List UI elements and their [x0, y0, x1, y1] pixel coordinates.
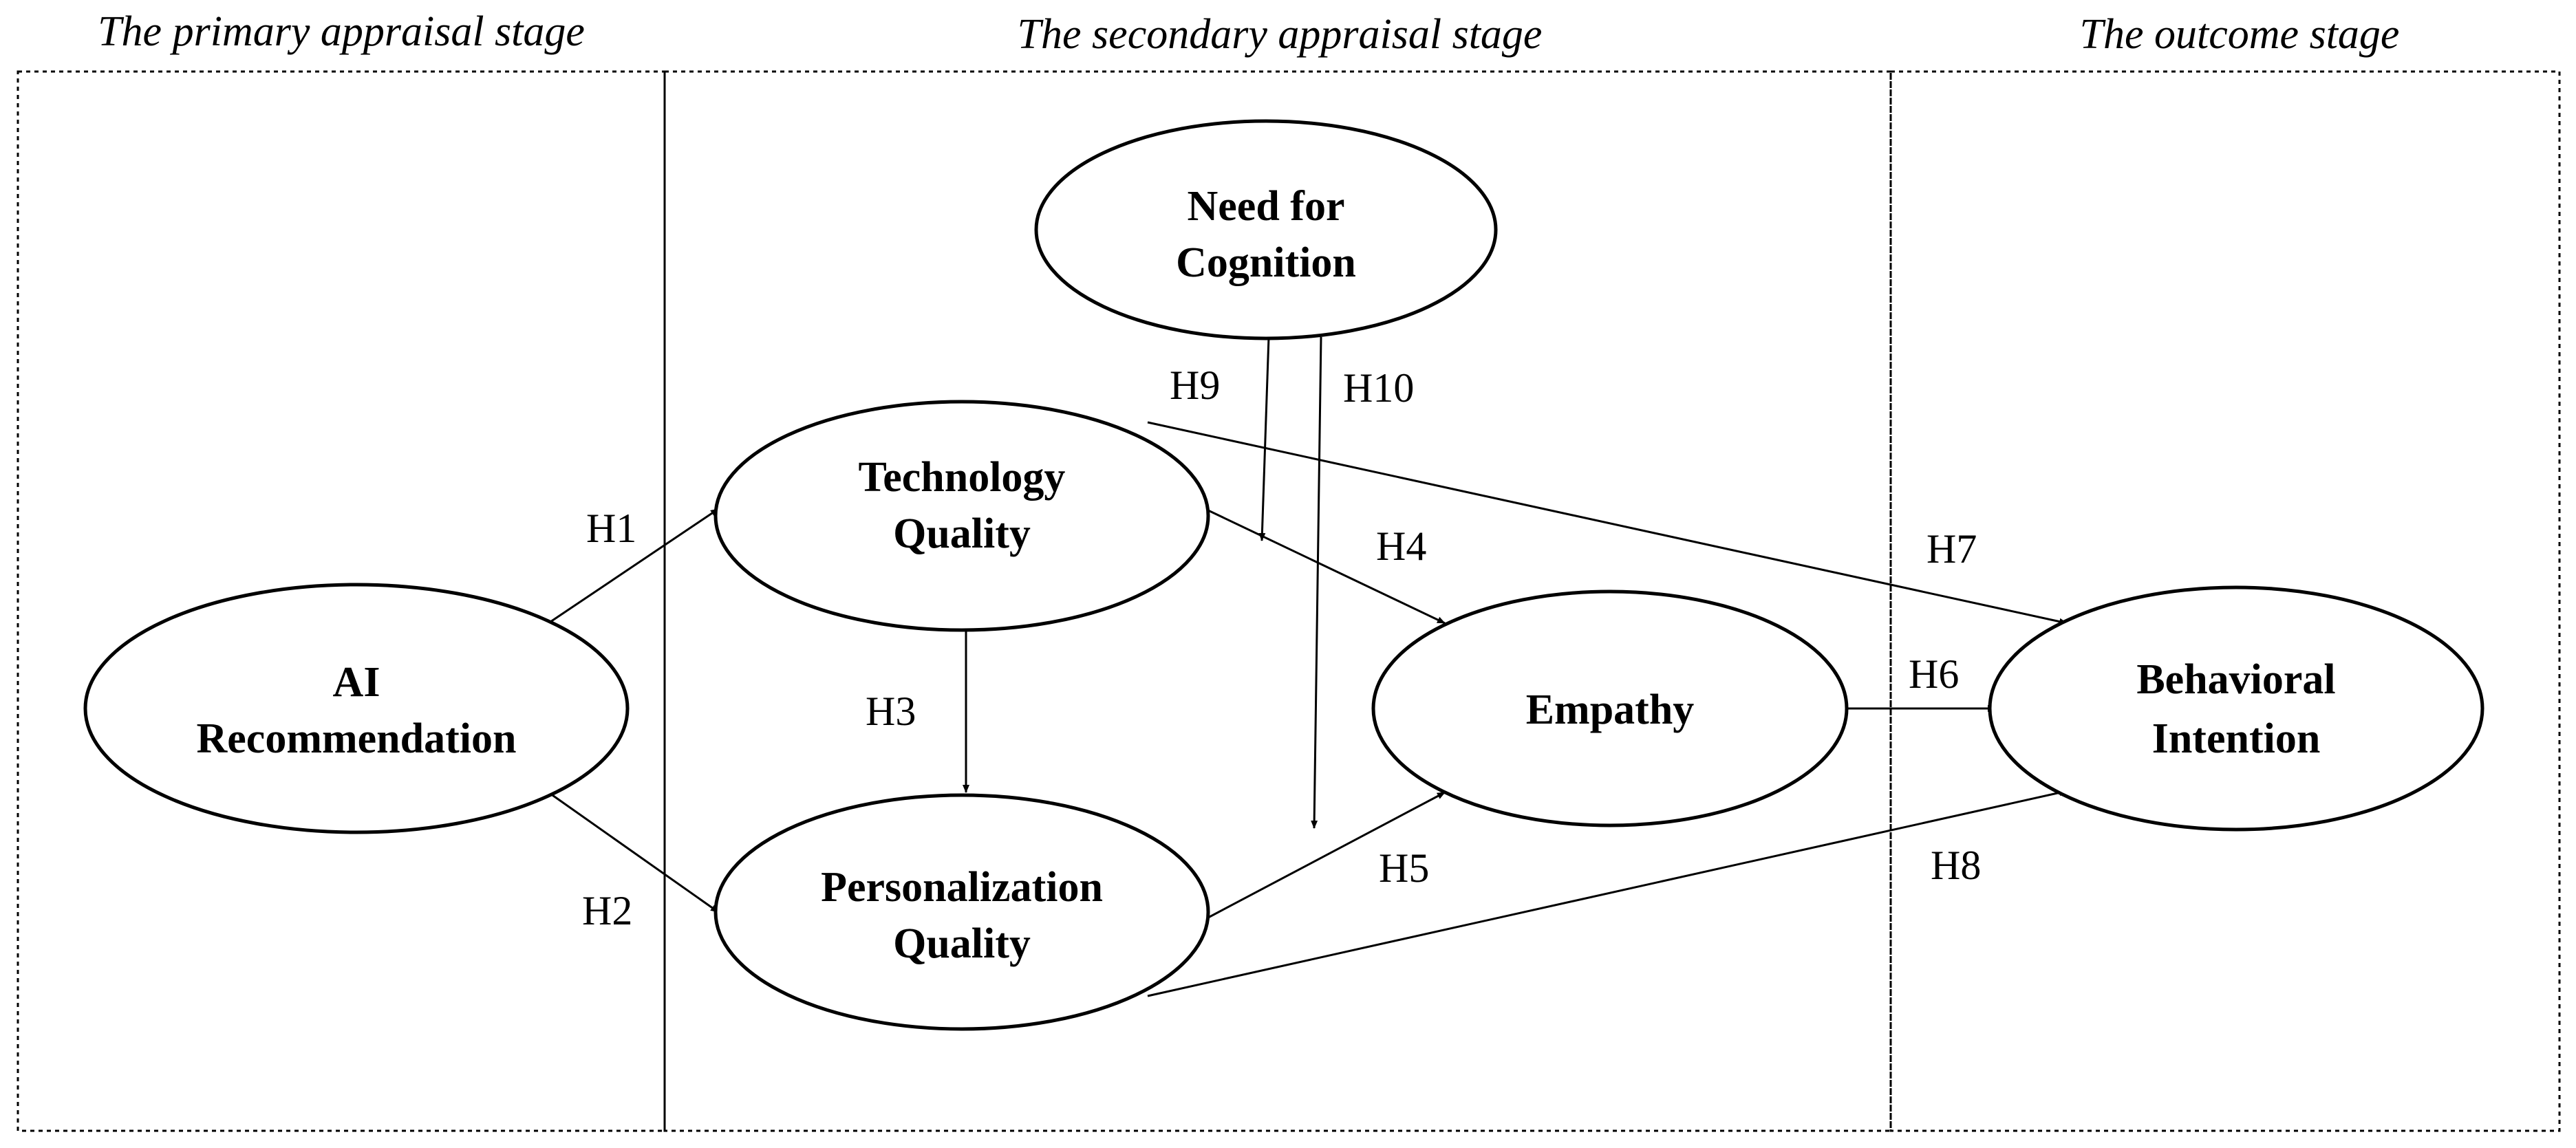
behavioral-intention-ellipse [1988, 585, 2484, 832]
node-technology-quality: Technology Quality [713, 400, 1210, 632]
hypothesis-h1-label: H1 [586, 506, 636, 551]
empathy-label: Empathy [1526, 686, 1695, 733]
personalization-quality-label-line1: Personalization [821, 864, 1103, 911]
node-personalization-quality: Personalization Quality [713, 793, 1210, 1031]
ai-recommendation-label-line1: AI [333, 659, 380, 706]
ai-recommendation-ellipse [83, 583, 630, 834]
edge-h4 [1208, 509, 1446, 625]
technology-quality-label-line1: Technology [859, 454, 1066, 501]
edge-h1 [550, 508, 719, 623]
behavioral-intention-label-line2: Intention [2152, 715, 2321, 762]
node-behavioral-intention: Behavioral Intention [1988, 585, 2484, 832]
technology-quality-label-line2: Quality [893, 510, 1031, 557]
edge-h8 [1147, 789, 2068, 997]
node-need-for-cognition: Need for Cognition [1034, 119, 1498, 340]
edge-h5 [1208, 791, 1446, 919]
ai-recommendation-label-line2: Recommendation [197, 715, 517, 762]
stage-title-secondary: The secondary appraisal stage [1018, 11, 1543, 58]
node-ai-recommendation: AI Recommendation [83, 583, 630, 834]
need-for-cognition-ellipse [1034, 119, 1498, 340]
personalization-quality-ellipse [713, 793, 1210, 1031]
hypothesis-h8-label: H8 [1931, 843, 1981, 888]
hypothesis-h4-label: H4 [1376, 523, 1426, 569]
edge-h2 [550, 792, 719, 913]
need-for-cognition-label-line2: Cognition [1176, 239, 1356, 286]
hypothesis-h6-label: H6 [1909, 651, 1959, 697]
hypothesis-h5-label: H5 [1379, 845, 1429, 891]
edge-h9 [1258, 336, 1270, 541]
empathy-ellipse [1371, 589, 1849, 827]
hypothesis-labels: H1 H2 H3 H4 H5 H6 H7 H8 H9 H10 [582, 362, 1981, 933]
personalization-quality-label-line2: Quality [893, 920, 1031, 967]
secondary-stage-frame [663, 70, 1892, 1132]
need-for-cognition-label-line1: Need for [1188, 183, 1345, 230]
hypothesis-h10-label: H10 [1343, 365, 1414, 411]
edge-h10 [1311, 336, 1322, 829]
node-empathy: Empathy [1371, 589, 1849, 827]
edges [550, 336, 2068, 997]
hypothesis-h3-label: H3 [866, 689, 916, 734]
behavioral-intention-label-line1: Behavioral [2136, 656, 2335, 703]
technology-quality-ellipse [713, 400, 1210, 632]
stage-title-primary: The primary appraisal stage [98, 8, 585, 55]
hypothesis-h7-label: H7 [1926, 526, 1977, 572]
hypothesis-h9-label: H9 [1170, 362, 1220, 408]
stage-title-outcome: The outcome stage [2080, 11, 2400, 58]
outcome-stage-frame [1889, 70, 2561, 1132]
edge-h7 [1147, 421, 2068, 625]
hypothesis-h2-label: H2 [582, 888, 632, 933]
